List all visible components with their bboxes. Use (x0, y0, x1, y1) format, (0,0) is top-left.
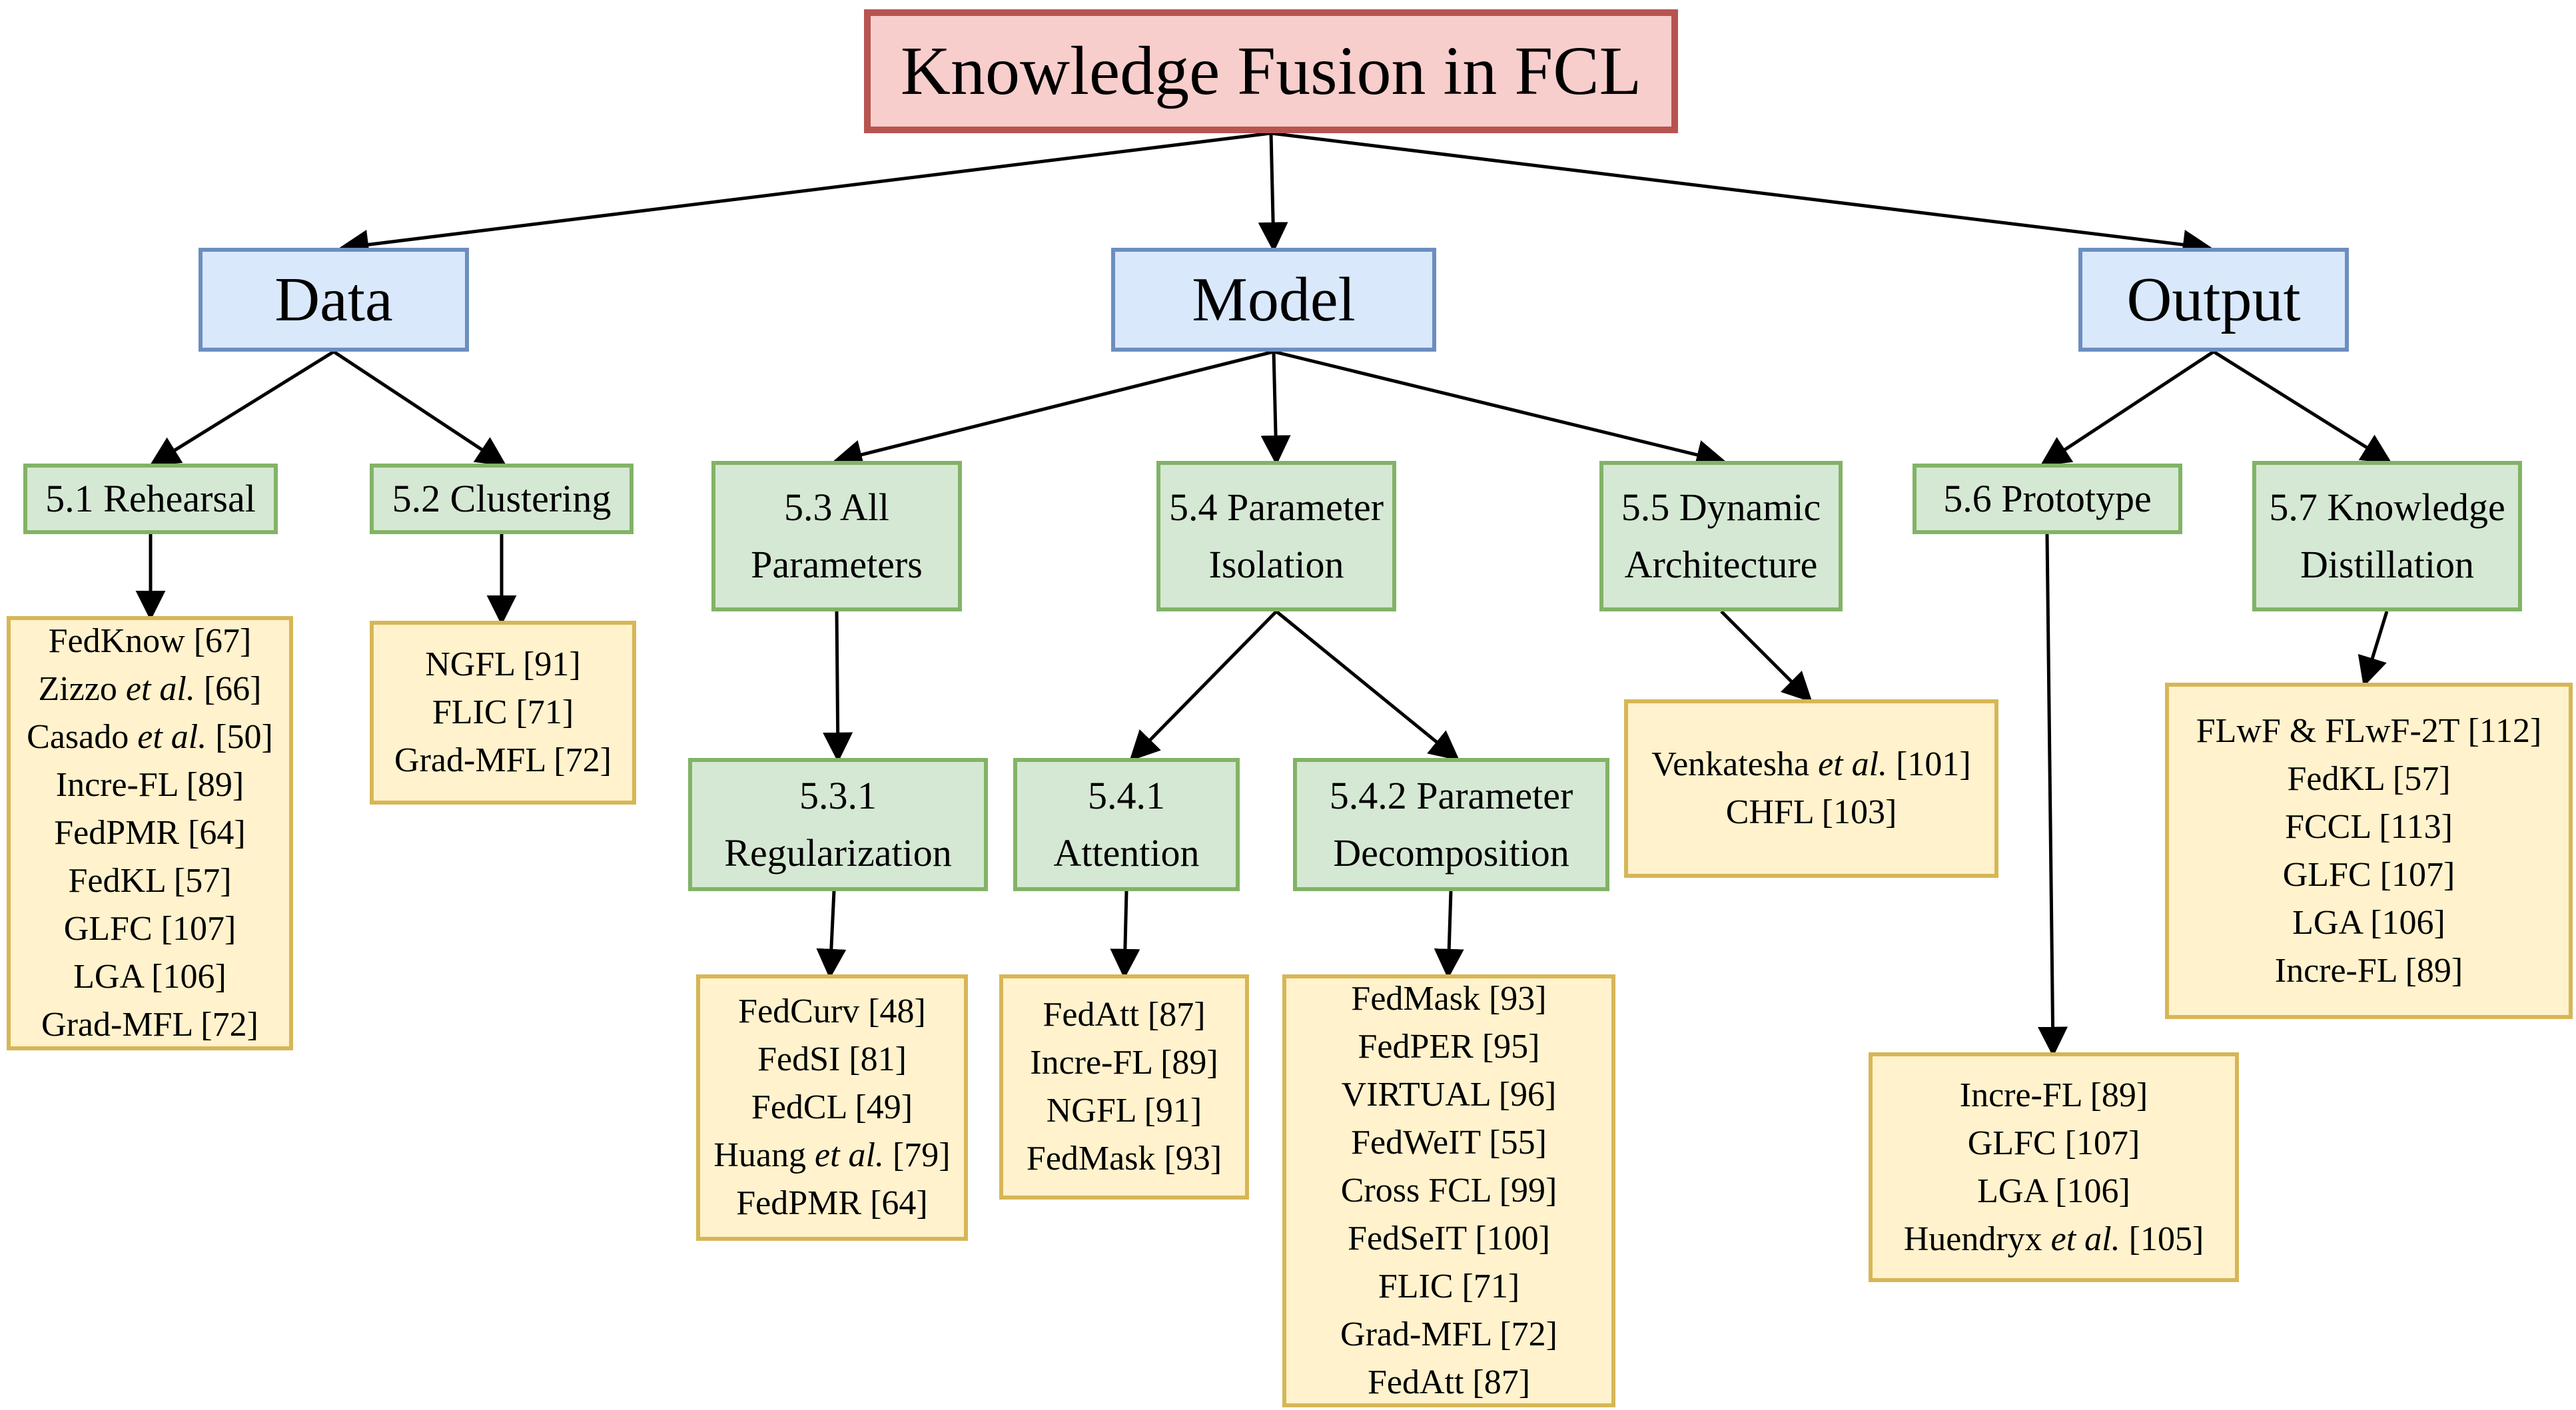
edge-model-dynamicarch (1273, 350, 1727, 470)
leaf-item: FedKL [57] (68, 862, 232, 900)
leaf-item: FCCL [113] (2285, 807, 2453, 846)
leaf-item: FedSeIT [100] (1348, 1220, 1550, 1257)
leaf-item: GLFC [107] (2282, 855, 2455, 894)
category-node-5-4-2-parameter-decomposition: 5.4.2 Parameter Decomposition (1293, 758, 1609, 891)
category-5-1-label: 5.1 Rehearsal (45, 477, 256, 520)
category-node-5-3-1-regularization: 5.3.1 Regularization (688, 758, 988, 891)
leaf-item: FedKnow [67] (48, 622, 252, 660)
leaf-item: LGA [106] (73, 958, 226, 996)
leaf-item: Incre-FL [89] (55, 766, 244, 804)
leaf-item: Venkatesha et al. [101] (1651, 745, 1971, 783)
category-node-5-4-parameter-isolation: 5.4 Parameter Isolation (1156, 461, 1396, 611)
leaf-list-clustering: NGFL [91] FLIC [71] Grad-MFL [72] (370, 621, 636, 805)
leaf-list-regularization: FedCurv [48] FedSI [81] FedCL [49] Huang et… (696, 974, 968, 1241)
leaf-item: Huendryx et al. [105] (1903, 1220, 2204, 1258)
edge-model-paramisolation (1260, 351, 1291, 466)
edge-distillation-list (2358, 611, 2389, 687)
leaf-item: FedAtt [87] (1043, 996, 1206, 1034)
leaf-item: FedPER [95] (1358, 1028, 1540, 1066)
leaf-item: FedSI [81] (757, 1040, 907, 1078)
leaf-item: CHFL [103] (1725, 793, 1897, 831)
category-5-3-label: 5.3 All Parameters (751, 486, 923, 586)
leaf-item: FedPMR [64] (54, 814, 246, 852)
leaf-item: GLFC [107] (63, 910, 236, 948)
leaf-list-attention: FedAtt [87] Incre-FL [89] NGFL [91] FedMask… (999, 974, 1249, 1200)
leaf-list-rehearsal: FedKnow [67] Zizzo et al. [66] Casado et a… (7, 616, 293, 1050)
edge-root-data (338, 131, 1272, 260)
root-node-knowledge-fusion: Knowledge Fusion in FCL (864, 9, 1678, 133)
category-5-7-label: 5.7 Knowledge Distillation (2269, 486, 2505, 586)
leaf-item: Incre-FL [89] (2274, 951, 2463, 990)
edge-root-model (1258, 133, 1288, 252)
leaf-item: FLwF & FLwF-2T [112] (2196, 711, 2542, 750)
edge-attention-list (1110, 890, 1140, 979)
leaf-item: Cross FCL [99] (1340, 1172, 1557, 1210)
leaf-item: FedWeIT [55] (1351, 1124, 1547, 1162)
leaf-item: GLFC [107] (1967, 1124, 2140, 1162)
leaf-list-decomposition: FedMask [93] FedPER [95] VIRTUAL [96] FedWe… (1282, 974, 1615, 1407)
leaf-item: FedCurv [48] (738, 992, 926, 1030)
category-node-5-5-dynamic-architecture: 5.5 Dynamic Architecture (1599, 461, 1843, 611)
category-5-4-1-label: 5.4.1 Attention (1053, 774, 1200, 875)
leaf-item: NGFL [91] (1046, 1092, 1202, 1130)
leaf-item: FLIC [71] (432, 693, 574, 731)
leaf-list-prototype: Incre-FL [89] GLFC [107] LGA [106] Huendryx… (1869, 1052, 2239, 1282)
leaf-item: Grad-MFL [72] (1340, 1315, 1557, 1353)
edge-decomposition-list (1434, 890, 1464, 979)
category-node-5-2-clustering: 5.2 Clustering (370, 464, 634, 534)
leaf-item: FedCL [49] (751, 1088, 913, 1126)
edge-model-allparams (832, 350, 1274, 470)
category-node-5-7-knowledge-distillation: 5.7 Knowledge Distillation (2252, 461, 2522, 611)
branch-model-label: Model (1192, 265, 1356, 334)
leaf-item: FedAtt [87] (1367, 1363, 1531, 1401)
leaf-item: Grad-MFL [72] (41, 1006, 258, 1044)
leaf-item: FedMask [93] (1351, 980, 1547, 1018)
leaf-list-distillation: FLwF & FLwF-2T [112] FedKL [57] FCCL [113]… (2165, 683, 2573, 1019)
leaf-item: NGFL [91] (425, 645, 581, 683)
leaf-item: Incre-FL [89] (1959, 1076, 2148, 1114)
leaf-item: Huang et al. [79] (713, 1136, 951, 1174)
category-5-4-2-label: 5.4.2 Parameter Decomposition (1329, 774, 1573, 875)
leaf-item: Grad-MFL [72] (394, 741, 612, 779)
edge-paramisolation-decomposition (1275, 610, 1460, 761)
category-node-5-1-rehearsal: 5.1 Rehearsal (23, 464, 278, 534)
edge-root-output (1270, 131, 2213, 260)
edge-output-distillation (2212, 350, 2392, 464)
branch-output-label: Output (2126, 265, 2301, 334)
category-5-3-1-label: 5.3.1 Regularization (724, 774, 952, 875)
branch-node-output: Output (2078, 248, 2349, 352)
category-node-5-3-all-parameters: 5.3 All Parameters (711, 461, 962, 611)
branch-node-data: Data (199, 248, 469, 352)
leaf-list-dynamic-architecture: Venkatesha et al. [101] CHFL [103] (1624, 699, 1998, 878)
category-node-5-6-prototype: 5.6 Prototype (1913, 464, 2182, 534)
leaf-item: Zizzo et al. [66] (38, 670, 262, 708)
leaf-item: VIRTUAL [96] (1341, 1076, 1557, 1114)
edge-allparams-regularization (823, 611, 853, 763)
branch-data-label: Data (274, 265, 393, 334)
leaf-item: Casado et al. [50] (27, 718, 273, 756)
category-node-5-4-1-attention: 5.4.1 Attention (1013, 758, 1240, 891)
category-5-2-label: 5.2 Clustering (392, 477, 612, 520)
edge-prototype-list (2038, 533, 2068, 1057)
category-5-4-label: 5.4 Parameter Isolation (1168, 486, 1384, 586)
edge-dynamicarch-list (1720, 610, 1813, 703)
root-label: Knowledge Fusion in FCL (900, 33, 1642, 109)
branch-node-model: Model (1111, 248, 1436, 352)
leaf-item: FLIC [71] (1378, 1267, 1520, 1305)
category-5-6-label: 5.6 Prototype (1943, 477, 2152, 520)
edge-paramisolation-attention (1129, 610, 1278, 761)
leaf-item: FedMask [93] (1026, 1140, 1222, 1178)
leaf-item: FedKL [57] (2287, 759, 2451, 798)
leaf-item: LGA [106] (2292, 903, 2445, 942)
leaf-item: LGA [106] (1977, 1172, 2130, 1210)
leaf-item: FedPMR [64] (736, 1184, 928, 1222)
edge-data-rehearsal (149, 350, 335, 466)
leaf-item: Incre-FL [89] (1030, 1044, 1218, 1082)
category-5-5-label: 5.5 Dynamic Architecture (1621, 486, 1821, 586)
edge-regularization-list (816, 890, 847, 979)
edge-data-clustering (332, 350, 507, 466)
edge-output-prototype (2040, 350, 2215, 466)
